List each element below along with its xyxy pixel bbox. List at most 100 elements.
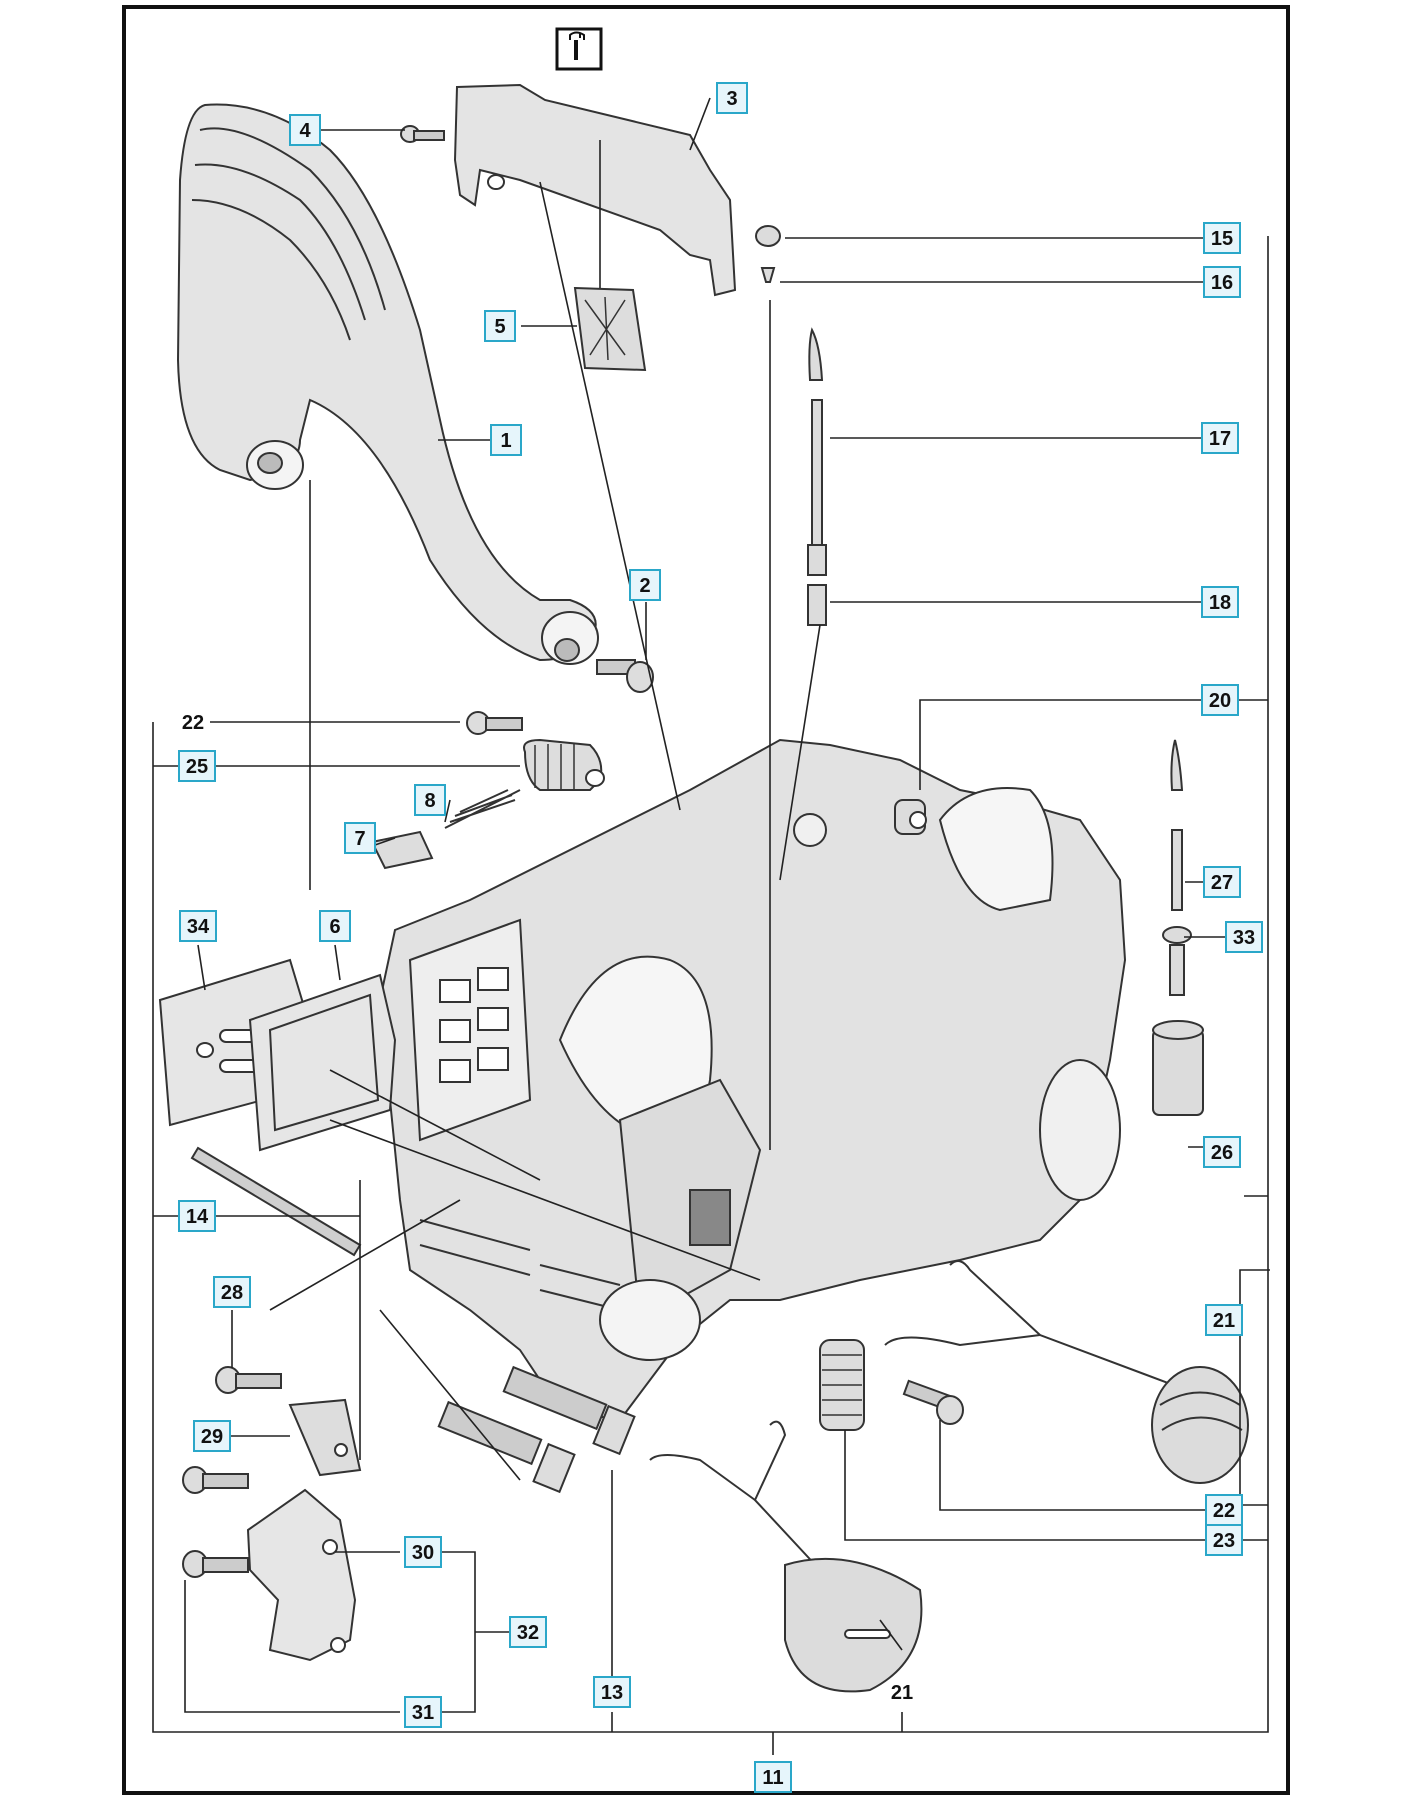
callout-c11: 11 (754, 1761, 792, 1793)
part-screw-28 (215, 1366, 282, 1394)
part-bracket-3 (453, 83, 737, 297)
callout-c32: 32 (509, 1616, 547, 1648)
callout-c7: 7 (344, 822, 376, 854)
callout-box (1203, 866, 1241, 898)
callout-label: 1 (500, 430, 511, 452)
callout-c21b: 21 (891, 1682, 913, 1704)
callout-box (1205, 1304, 1243, 1336)
callout-c16: 16 (1203, 266, 1241, 298)
callout-c5: 5 (484, 310, 516, 342)
callout-box (404, 1696, 442, 1728)
callout-label: 30 (412, 1542, 434, 1564)
callout-label: 14 (186, 1206, 209, 1228)
callout-label: 13 (601, 1682, 623, 1704)
callout-box (178, 750, 216, 782)
callout-label: 25 (186, 756, 208, 778)
callout-box (178, 1200, 216, 1232)
callout-box (213, 1276, 251, 1308)
callout-label: 6 (329, 916, 340, 938)
callout-c6: 6 (319, 910, 351, 942)
callout-c20: 20 (1201, 684, 1239, 716)
callout-box (414, 784, 446, 816)
callout-c22a: 22 (182, 712, 204, 734)
callout-label: 2 (639, 575, 650, 597)
part-fuel-cap-21-bottom (649, 1420, 923, 1693)
callout-c34: 34 (179, 910, 217, 942)
callout-label: 15 (1211, 228, 1233, 250)
callout-box (484, 310, 516, 342)
callout-box (1203, 222, 1241, 254)
part-filter-26-27 (1152, 739, 1204, 1116)
diagram-frame (122, 5, 1290, 1795)
callout-c13: 13 (593, 1676, 631, 1708)
callout-label: 32 (517, 1622, 539, 1644)
part-block-29 (288, 1398, 362, 1477)
callout-label: 26 (1211, 1142, 1233, 1164)
callout-c28: 28 (213, 1276, 251, 1308)
part-bolt-13 (437, 1365, 636, 1494)
part-crankcase (378, 738, 1127, 1422)
part-spring-8 (444, 789, 521, 829)
part-cable-17-18 (755, 225, 827, 626)
callout-c31: 31 (404, 1696, 442, 1728)
callout-label: 17 (1209, 428, 1231, 450)
callout-box (1203, 266, 1241, 298)
callout-box (1201, 586, 1239, 618)
callout-box (629, 569, 661, 601)
callout-c15: 15 (1203, 222, 1241, 254)
callout-box (490, 424, 522, 456)
callout-label: 4 (299, 120, 311, 142)
part-screw-22-bottom (902, 1379, 964, 1425)
part-fuel-cap-21-right (884, 1260, 1249, 1484)
callout-box (1205, 1524, 1243, 1556)
callout-box (1203, 1136, 1241, 1168)
callout-c21a: 21 (1205, 1304, 1243, 1336)
callout-label: 11 (762, 1767, 783, 1789)
callout-label: 21 (1213, 1310, 1235, 1332)
callout-box (404, 1536, 442, 1568)
callout-label: 31 (412, 1702, 434, 1724)
part-spring-23 (819, 1339, 865, 1431)
callout-box (509, 1616, 547, 1648)
callout-c4: 4 (289, 114, 321, 146)
callout-c22b: 22 (1205, 1494, 1243, 1526)
callout-label: 21 (891, 1682, 913, 1704)
callout-c2: 2 (629, 569, 661, 601)
callout-c3: 3 (716, 82, 748, 114)
part-screw-2 (596, 659, 654, 693)
callout-label: 3 (726, 88, 737, 110)
part-chain-brake-handle (176, 103, 599, 665)
callout-c1: 1 (490, 424, 522, 456)
part-screw-4 (400, 125, 445, 143)
callout-c25: 25 (178, 750, 216, 782)
callout-c23: 23 (1205, 1524, 1243, 1556)
callout-label: 34 (187, 916, 210, 938)
callout-label: 27 (1211, 872, 1233, 894)
callout-label: 18 (1209, 592, 1231, 614)
callout-box (716, 82, 748, 114)
part-rod-14 (190, 1146, 362, 1257)
callout-c14: 14 (178, 1200, 216, 1232)
callout-box (179, 910, 217, 942)
callout-c33: 33 (1225, 921, 1263, 953)
part-cover-5 (573, 286, 647, 372)
callout-label: 28 (221, 1282, 243, 1304)
part-gasket-6 (248, 973, 397, 1152)
callout-label: 23 (1213, 1530, 1235, 1552)
part-plate-30-31 (182, 1466, 357, 1662)
callout-label: 29 (201, 1426, 223, 1448)
callout-box (754, 1761, 792, 1793)
part-block-7 (370, 830, 434, 870)
callout-box (319, 910, 351, 942)
callout-c26: 26 (1203, 1136, 1241, 1168)
callout-c30: 30 (404, 1536, 442, 1568)
callout-label: 7 (354, 828, 365, 850)
callout-box (593, 1676, 631, 1708)
callout-label: 22 (182, 712, 204, 734)
wrench-icon (555, 27, 603, 71)
callout-label: 5 (494, 316, 505, 338)
callout-label: 16 (1211, 272, 1233, 294)
